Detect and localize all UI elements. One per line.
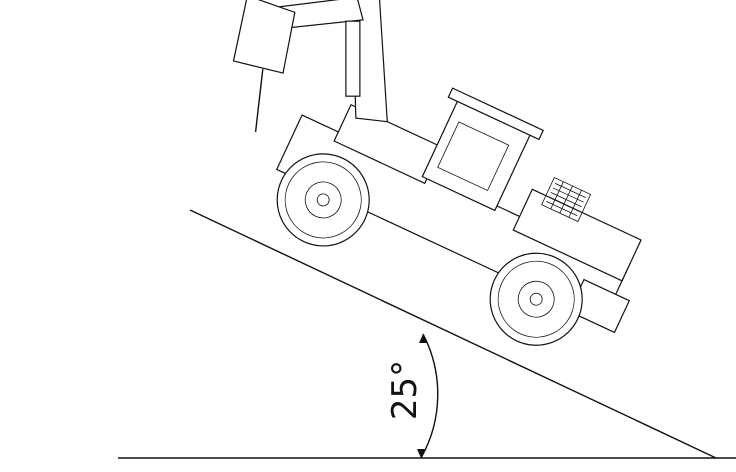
breaker-chisel xyxy=(254,69,264,133)
cab-window xyxy=(437,121,510,192)
hydraulic-cylinder xyxy=(345,20,361,97)
rear-wheel xyxy=(489,252,583,346)
angle-arc xyxy=(420,333,439,459)
angle-label: 25° xyxy=(385,359,425,421)
hammer-breaker xyxy=(232,0,296,74)
cab-roof xyxy=(447,87,544,141)
vehicle xyxy=(232,0,642,346)
front-wheel xyxy=(276,153,370,247)
engine-housing xyxy=(512,188,642,282)
grille-lines xyxy=(546,181,586,218)
slope-line xyxy=(189,209,717,459)
